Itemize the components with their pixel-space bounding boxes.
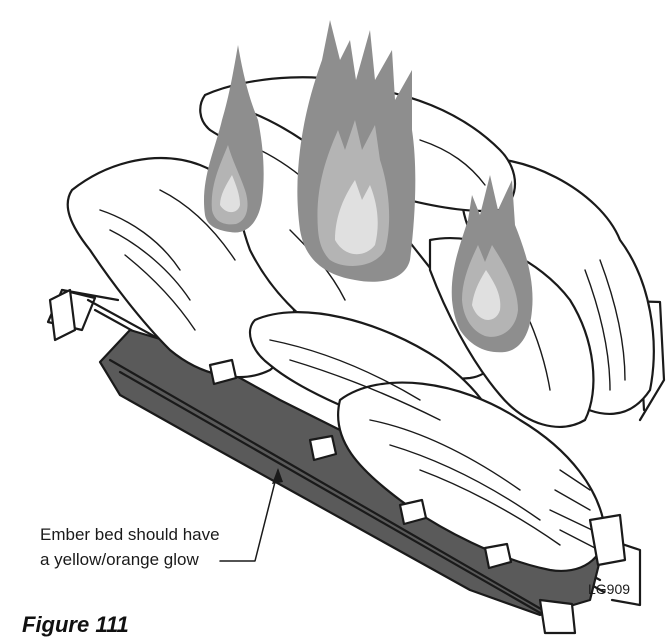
callout-leader-line <box>220 470 278 561</box>
callout-line-2: a yellow/orange glow <box>40 547 220 572</box>
flame-center <box>297 20 415 282</box>
figure-label: Figure 111 <box>22 612 129 638</box>
flame-left <box>204 45 264 233</box>
ember-bed-callout: Ember bed should have a yellow/orange gl… <box>40 522 220 572</box>
callout-line-1: Ember bed should have <box>40 522 220 547</box>
figure-code: LG909 <box>588 581 630 597</box>
